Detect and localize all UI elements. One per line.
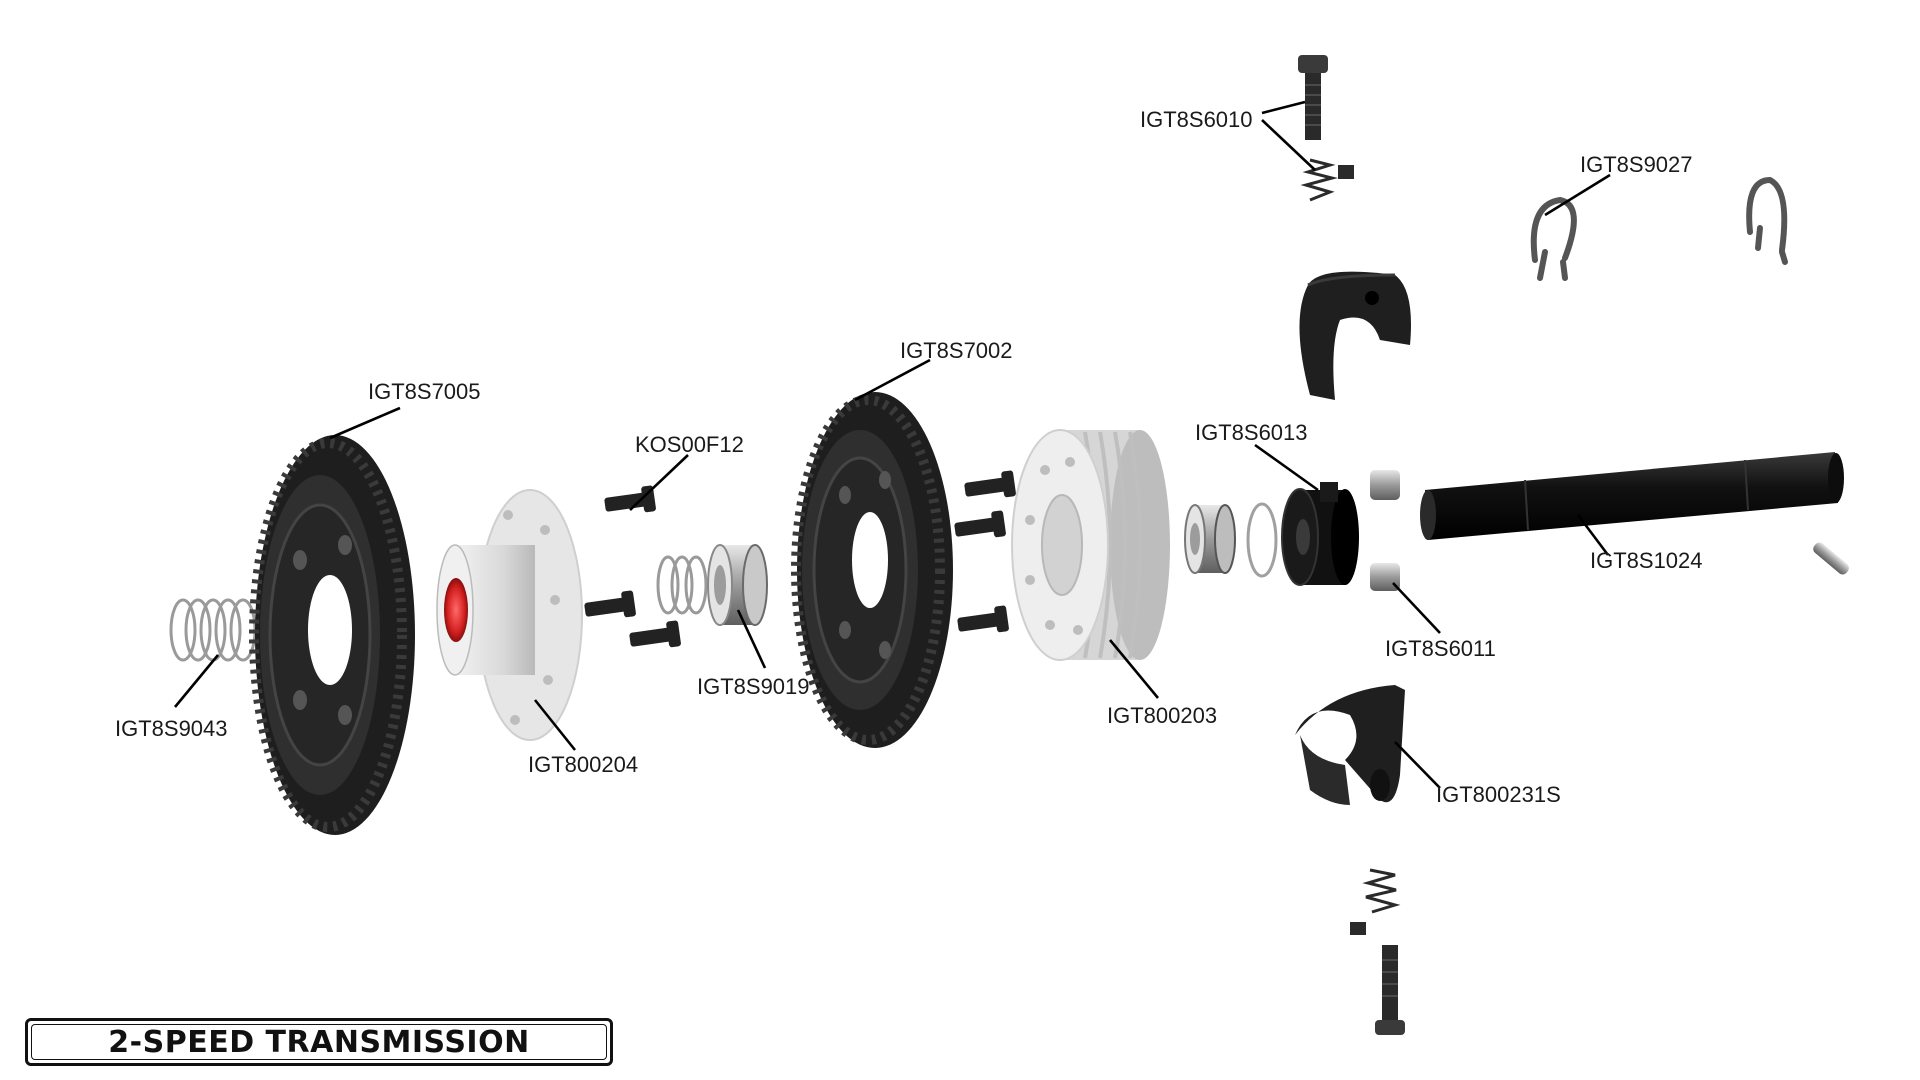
detent-spring-bottom-part	[1350, 868, 1401, 935]
label-igt8s6010: IGT8S6010	[1140, 107, 1253, 132]
label-igt8s1024: IGT8S1024	[1590, 548, 1703, 573]
shaft-igt8s1024-part	[1420, 452, 1844, 540]
label-igt8s6011: IGT8S6011	[1385, 636, 1496, 661]
shim-washer-part	[1246, 502, 1278, 578]
label-igt800204: IGT800204	[528, 752, 638, 777]
label-igt8s7005: IGT8S7005	[368, 379, 481, 404]
label-kos00f12: KOS00F12	[635, 432, 744, 457]
gear-igt8s7002-part	[791, 392, 953, 748]
detent-spring-top-part	[1300, 158, 1354, 202]
gear-igt8s7005-part	[249, 435, 415, 835]
bearing-small-part	[1184, 504, 1236, 574]
diagram-title-box: 2-SPEED TRANSMISSION	[25, 1018, 613, 1066]
hub-igt8s6013-part	[1281, 482, 1359, 586]
label-igt8s6013: IGT8S6013	[1195, 420, 1308, 445]
label-igt800203: IGT800203	[1107, 703, 1217, 728]
spring-igt8s9043-part	[169, 598, 257, 662]
label-igt8s9043: IGT8S9043	[115, 716, 228, 741]
shift-fork-lower-part	[1295, 685, 1405, 805]
part-labels: IGT8S6010 IGT8S9027 IGT8S7002 IGT8S7005 …	[115, 107, 1703, 807]
shift-fork-upper-part	[1299, 271, 1411, 400]
detent-screw-bottom-part	[1375, 945, 1405, 1035]
label-igt8s7002: IGT8S7002	[900, 338, 1013, 363]
roll-pin-part	[1813, 542, 1849, 575]
label-igt800231s: IGT800231S	[1436, 782, 1561, 807]
diagram-title: 2-SPEED TRANSMISSION	[108, 1024, 530, 1060]
clips-igt8s9027-part	[1530, 176, 1788, 281]
detent-screw-top-part	[1298, 55, 1328, 140]
screws-kos00f12-left-part	[584, 485, 681, 648]
spring-small-part	[656, 555, 708, 615]
hub-igt800204-part	[436, 489, 583, 741]
pins-igt8s6011-part	[1370, 470, 1400, 591]
label-igt8s9019: IGT8S9019	[697, 674, 810, 699]
carrier-igt800203-part	[1011, 429, 1170, 661]
bearing-igt8s9019-part	[707, 544, 768, 626]
label-igt8s9027: IGT8S9027	[1580, 152, 1693, 177]
screws-right-group-part	[954, 470, 1016, 633]
leader-lines	[173, 100, 1611, 789]
